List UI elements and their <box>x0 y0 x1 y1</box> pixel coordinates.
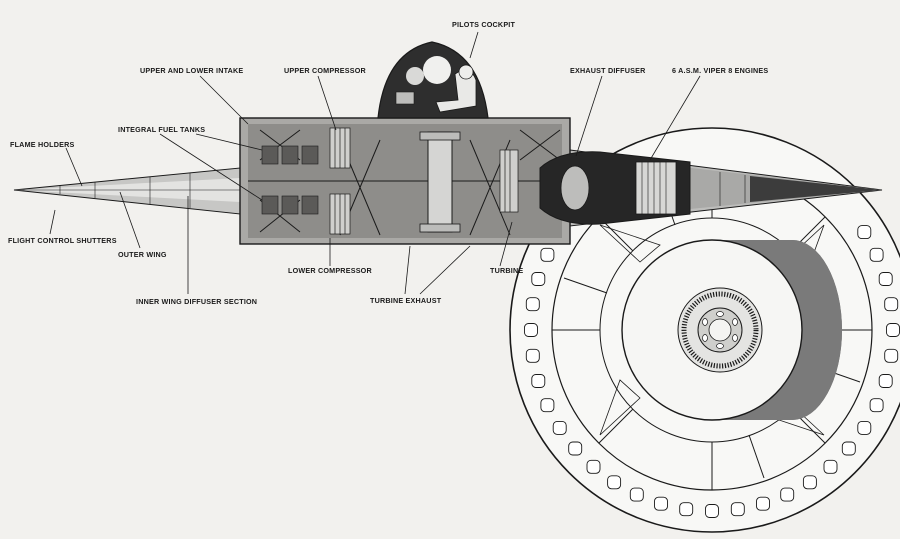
porthole <box>552 420 567 435</box>
porthole <box>841 441 856 456</box>
porthole <box>823 459 838 474</box>
fuel-tank-cells <box>261 145 319 215</box>
viper-engine <box>539 151 691 225</box>
porthole <box>802 475 817 490</box>
hub-bolts <box>702 311 738 349</box>
label-viper-engines: 6 A.S.M. VIPER 8 ENGINES <box>672 66 769 75</box>
porthole <box>756 496 770 511</box>
porthole <box>780 487 795 502</box>
porthole <box>857 225 872 240</box>
hub-center <box>708 318 732 342</box>
canopy-light <box>423 56 451 84</box>
side-cross-section <box>13 41 883 245</box>
porthole <box>531 272 546 286</box>
porthole <box>524 323 538 337</box>
label-inner-wing-diffuser: INNER WING DIFFUSER SECTION <box>136 297 258 306</box>
porthole <box>884 348 899 363</box>
porthole <box>878 374 893 388</box>
label-outer-wing: OUTER WING <box>118 250 167 259</box>
label-upper-compressor: UPPER COMPRESSOR <box>284 66 366 75</box>
porthole <box>884 297 899 312</box>
porthole <box>869 398 884 413</box>
lower-compressor <box>329 193 351 235</box>
porthole <box>531 374 546 388</box>
porthole <box>886 323 900 337</box>
rim-portholes <box>524 225 900 518</box>
instrument-panel <box>395 91 415 105</box>
label-flight-control-shutters: FLIGHT CONTROL SHUTTERS <box>8 236 117 245</box>
porthole <box>586 459 601 474</box>
porthole <box>540 247 555 262</box>
porthole <box>878 272 893 286</box>
label-upper-lower-intake: UPPER AND LOWER INTAKE <box>140 66 244 75</box>
porthole <box>607 475 622 490</box>
label-exhaust-diffuser: EXHAUST DIFFUSER <box>570 66 646 75</box>
turbine-section <box>499 149 519 213</box>
label-turbine-exhaust: TURBINE EXHAUST <box>370 296 442 305</box>
leader-lines <box>49 31 701 295</box>
porthole <box>730 502 745 517</box>
turbine-blade-ring <box>681 291 759 369</box>
porthole <box>540 398 555 413</box>
upper-compressor <box>329 127 351 169</box>
label-turbine: TURBINE <box>490 266 524 275</box>
porthole <box>568 441 583 456</box>
porthole <box>525 348 540 363</box>
central-shaft <box>427 131 453 233</box>
porthole <box>629 487 644 502</box>
porthole <box>654 496 668 511</box>
porthole <box>525 297 540 312</box>
disc-plan-view <box>509 127 900 533</box>
label-pilots-cockpit: PILOTS COCKPIT <box>452 20 516 29</box>
porthole <box>869 247 884 262</box>
label-flame-holders: FLAME HOLDERS <box>10 140 75 149</box>
label-lower-compressor: LOWER COMPRESSOR <box>288 266 372 275</box>
porthole <box>679 502 694 517</box>
porthole <box>705 504 719 518</box>
porthole <box>857 420 872 435</box>
label-integral-fuel-tanks: INTEGRAL FUEL TANKS <box>118 125 206 134</box>
